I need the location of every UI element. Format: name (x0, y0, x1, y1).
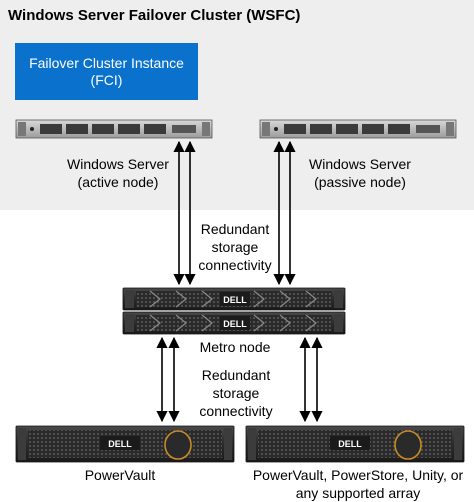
supported-array-label-line1: PowerVault, PowerStore, Unity, or (252, 467, 464, 483)
fci-label-line1: Failover Cluster Instance (29, 54, 184, 71)
supported-array-brand: DELL (338, 439, 362, 449)
bottom-connectivity-line1: Redundant (201, 367, 271, 383)
supported-array-label: PowerVault, PowerStore, Unity, or any su… (248, 466, 468, 502)
fci-label-line2: (FCI) (90, 71, 123, 88)
top-connectivity-line1: Redundant (200, 221, 270, 237)
top-connectivity-line2: storage (211, 239, 259, 255)
metro-brand-bottom: DELL (223, 319, 247, 329)
powervault-array-icon (15, 425, 235, 463)
active-server-icon (15, 119, 213, 139)
passive-server-icon (259, 119, 457, 139)
bottom-connectivity-line3: connectivity (199, 403, 273, 419)
metro-node-label: Metro node (199, 339, 271, 355)
bottom-connectivity-label: Redundant storage connectivity (196, 366, 276, 420)
active-server-label-line2: (active node) (77, 174, 159, 190)
top-connectivity-line3: connectivity (198, 257, 272, 273)
passive-server-label-line1: Windows Server (309, 156, 411, 172)
powervault-label: PowerVault (84, 467, 156, 483)
bottom-connectivity-line2: storage (212, 385, 260, 401)
wsfc-cluster-region (0, 0, 474, 210)
passive-server-label: Windows Server (passive node) (290, 155, 430, 191)
supported-array-icon (245, 425, 465, 463)
metro-brand-top: DELL (223, 295, 247, 305)
passive-server-label-line2: (passive node) (314, 174, 406, 190)
active-server-label-line1: Windows Server (67, 156, 169, 172)
metro-node-unit-bottom (122, 311, 346, 335)
top-connectivity-label: Redundant storage connectivity (195, 220, 275, 274)
metro-node-unit-top (122, 287, 346, 311)
fci-box: Failover Cluster Instance (FCI) (15, 43, 198, 100)
active-server-label: Windows Server (active node) (48, 155, 188, 191)
powervault-brand: DELL (108, 439, 132, 449)
cluster-title: Windows Server Failover Cluster (WSFC) (8, 7, 301, 24)
supported-array-label-line2: any supported array (295, 485, 421, 501)
